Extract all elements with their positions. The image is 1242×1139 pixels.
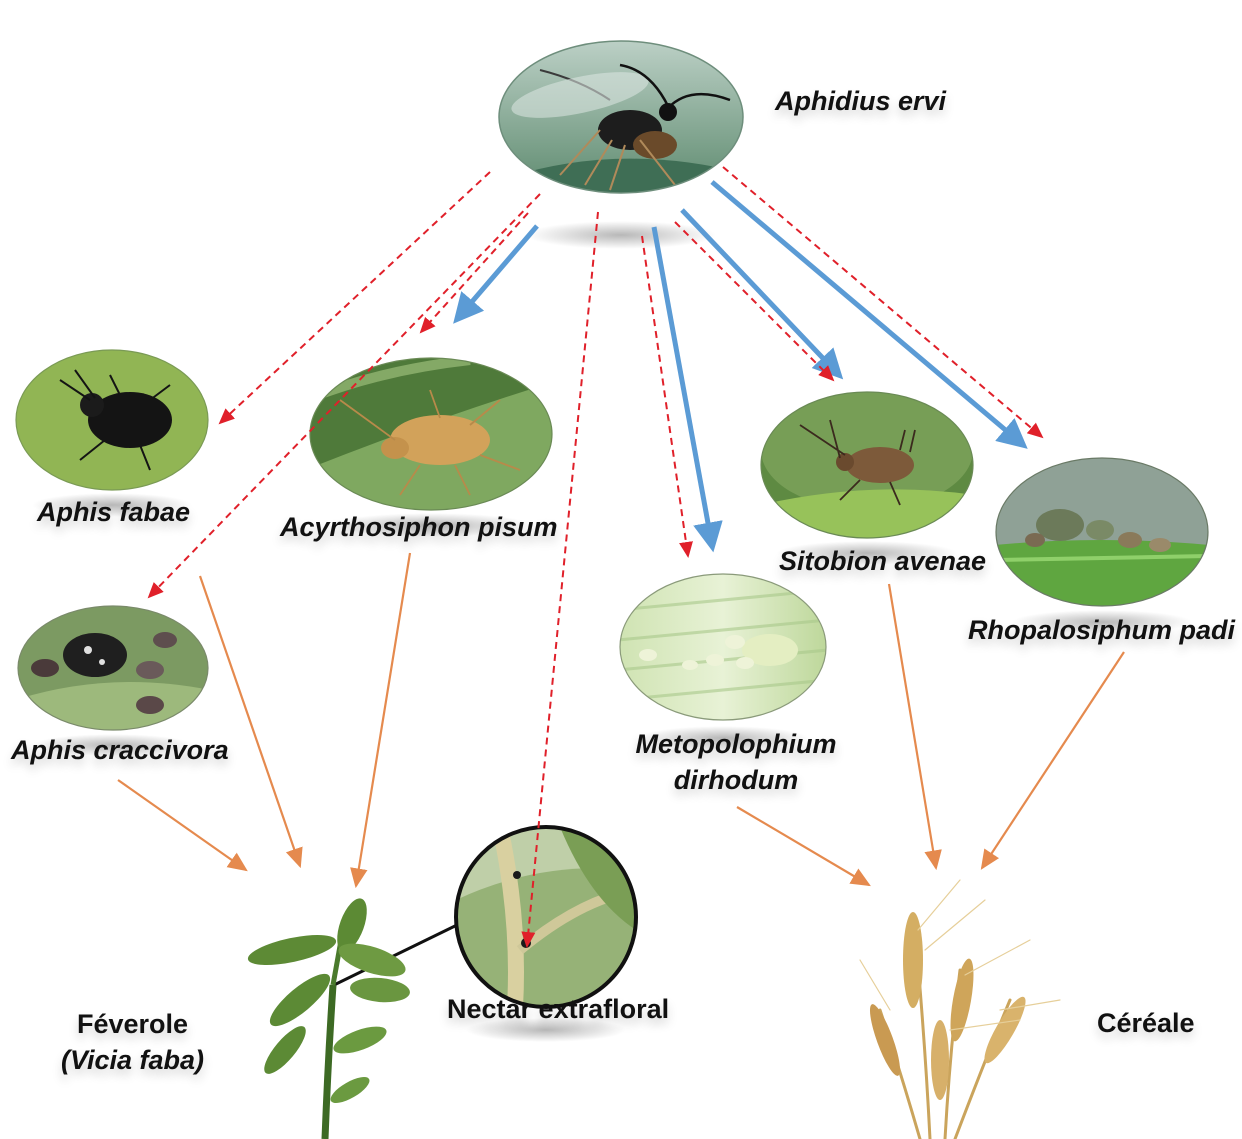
label-nectar-extrafloral: Nectar extrafloral: [447, 994, 669, 1025]
label-metopolophium: Metopolophium dirhodum: [626, 726, 846, 798]
label-sitobion-avenae: Sitobion avenae: [779, 546, 986, 577]
label-rhopalosiphum-padi: Rhopalosiphum padi: [968, 615, 1235, 646]
pisum-to-faba: [356, 553, 410, 886]
sitobion-to-cereal: [889, 584, 936, 868]
label-faba: Féverole (Vicia faba): [40, 1006, 225, 1078]
arrow-ervi-to-metopolophium: [654, 227, 712, 545]
arrow-ervi-to-pisum: [458, 226, 537, 318]
feeding-arrows: [118, 553, 1124, 886]
label-metopolophium-line2: dirhodum: [626, 762, 846, 798]
label-cereale: Céréale: [1097, 1008, 1195, 1039]
acyrthosiphon-pisum-photo: [305, 355, 560, 515]
label-faba-latin: (Vicia faba): [40, 1042, 225, 1078]
faba-plant-illustration: [245, 895, 410, 1139]
dashed-to-sitobion: [675, 222, 833, 380]
label-aphidius-ervi: Aphidius ervi: [775, 86, 946, 117]
rhopalosiphum-to-cereal: [982, 652, 1124, 868]
label-metopolophium-line1: Metopolophium: [626, 726, 846, 762]
label-aphis-fabae: Aphis fabae: [37, 497, 190, 528]
sitobion-avenae-photo: [760, 390, 975, 540]
label-acyrthosiphon-pisum: Acyrthosiphon pisum: [280, 512, 558, 543]
metopolophium-to-cereal: [737, 807, 869, 885]
arrow-ervi-to-sitobion: [682, 210, 838, 374]
label-faba-name: Féverole: [40, 1006, 225, 1042]
cereal-illustration: [860, 880, 1060, 1139]
fabae-to-faba: [200, 576, 300, 866]
label-aphis-craccivora: Aphis craccivora: [11, 735, 229, 766]
dashed-to-pisum: [421, 213, 528, 332]
craccivora-to-faba: [118, 780, 246, 870]
metopolophium-dirhodum-photo: [618, 572, 828, 722]
